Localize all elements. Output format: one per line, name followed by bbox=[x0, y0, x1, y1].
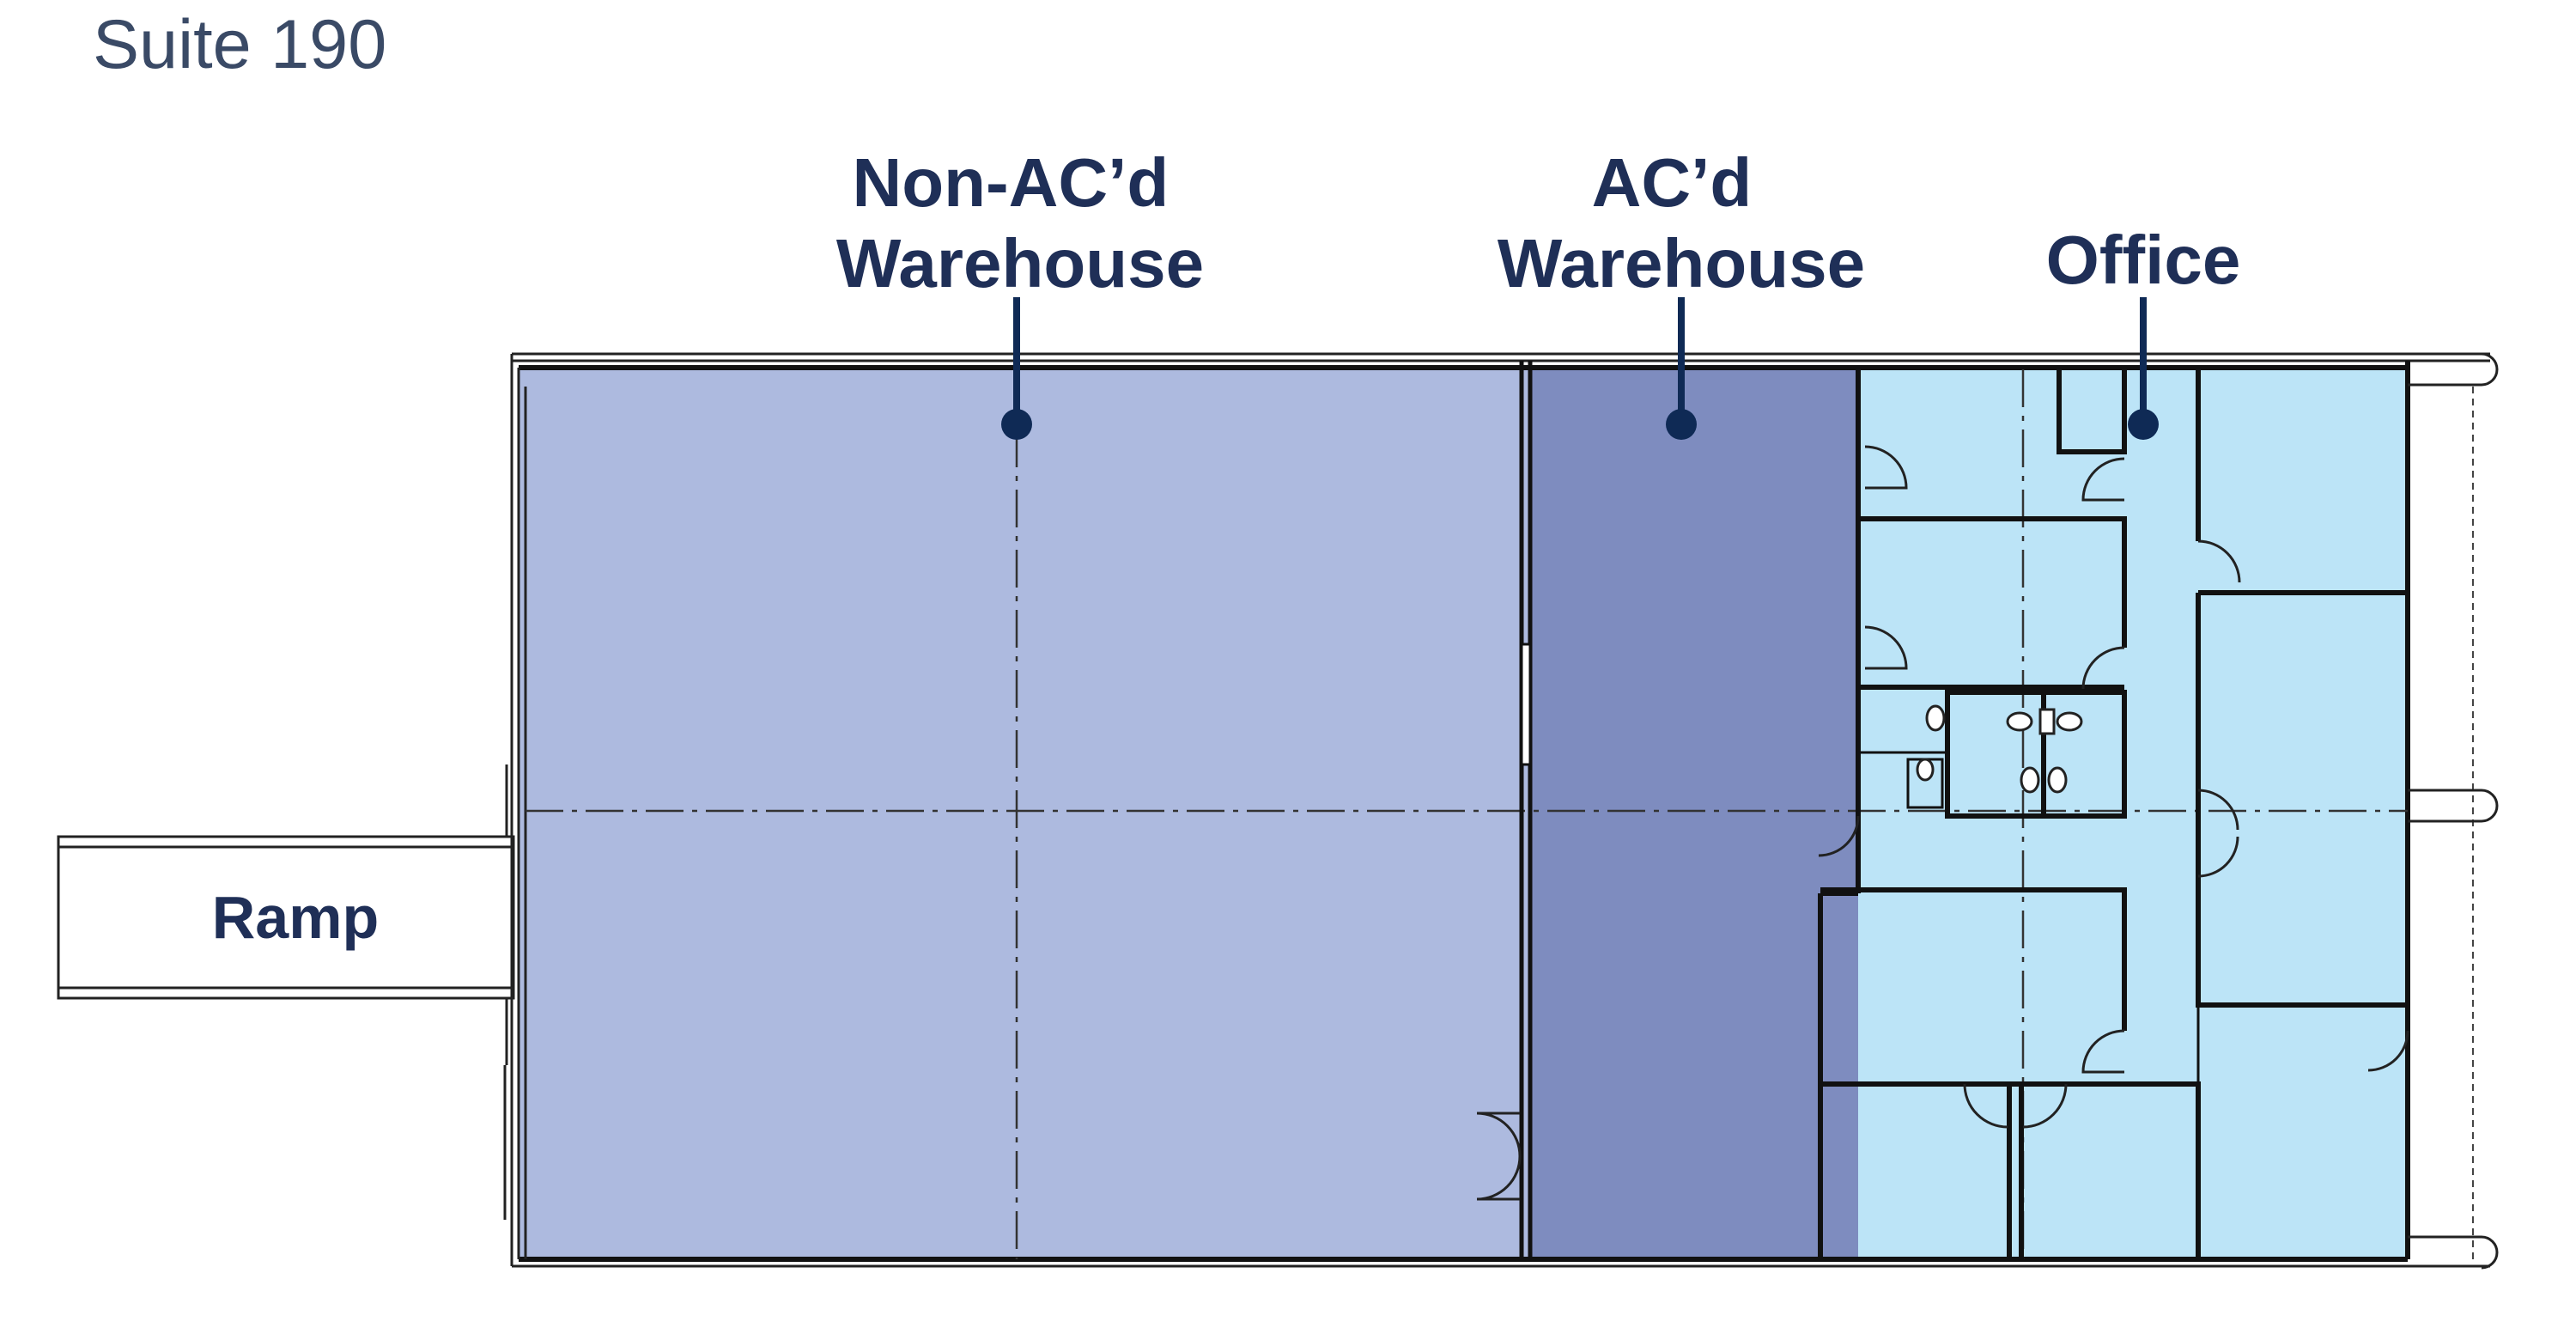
office-boundary-wall bbox=[1818, 368, 1908, 1259]
label-office: Office bbox=[2046, 222, 2241, 298]
zone-pointers bbox=[1001, 297, 2159, 440]
restroom-fixtures bbox=[1916, 704, 2083, 794]
label-ramp: Ramp bbox=[212, 884, 379, 951]
page-title: Suite 190 bbox=[93, 6, 387, 83]
office-doors bbox=[1963, 457, 2409, 1129]
label-ac-warehouse: AC’d Warehouse bbox=[1498, 144, 1865, 302]
office-zone bbox=[1858, 368, 2408, 1259]
label-non-ac-warehouse: Non-AC’d Warehouse bbox=[836, 144, 1204, 302]
ac-warehouse-zone bbox=[1532, 368, 1858, 1259]
warehouse-divider-wall bbox=[1476, 361, 1533, 1259]
ramp bbox=[57, 835, 515, 1000]
non-ac-warehouse-zone bbox=[519, 368, 1532, 1259]
